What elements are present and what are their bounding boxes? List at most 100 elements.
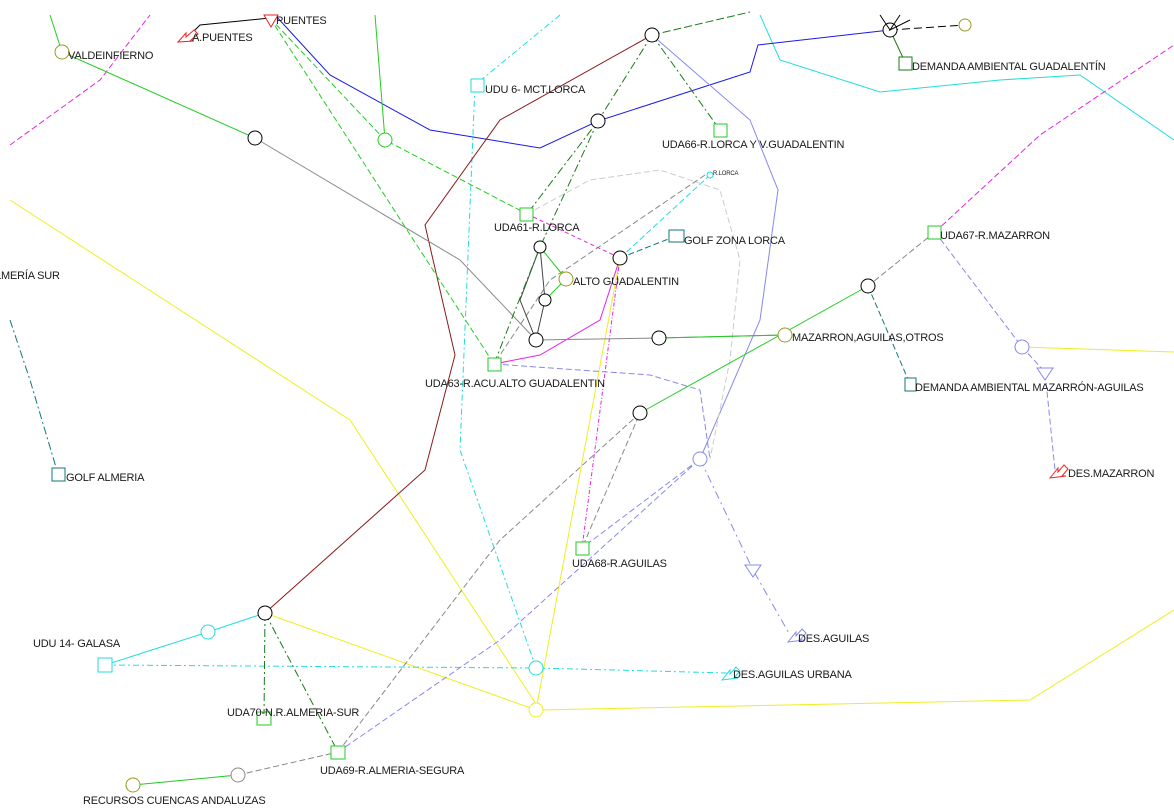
alto-guadalentin-resource-icon[interactable] <box>558 271 574 287</box>
uda61-label[interactable]: UDA61-R.LORCA <box>494 222 580 234</box>
valdeinfierno-reservoir-icon[interactable] <box>54 44 70 60</box>
uda69-label[interactable]: UDA69-R.ALMERIA-SEGURA <box>320 765 465 777</box>
r-lorca-small-label[interactable]: R.LORCA <box>713 171 739 177</box>
junction-node-alto[interactable] <box>528 332 544 348</box>
des-mazarron-arrow-icon[interactable] <box>1048 464 1069 479</box>
uda61-demand-icon[interactable] <box>519 207 534 222</box>
yellow-link-east <box>539 609 1174 711</box>
uda66-label[interactable]: UDA66-R.LORCA Y V.GUADALENTIN <box>662 139 845 151</box>
gray-link-recursos <box>237 751 339 776</box>
uda70-label[interactable]: UDA70-N.R.ALMERIA-SUR <box>227 707 360 719</box>
des-mazarron-label[interactable]: DES.MAZARRON <box>1068 468 1155 480</box>
cyan-link-galasa <box>104 612 266 666</box>
magenta-link-west <box>9 14 151 146</box>
junction-node-inner-1[interactable] <box>533 240 547 254</box>
golf-almeria-label[interactable]: GOLF ALMERIA <box>66 472 145 484</box>
junction-node-aguilas[interactable] <box>632 405 648 421</box>
cyan-link-udu6 <box>459 14 561 669</box>
alto-guadalentin-label[interactable]: ALTO GUADALENTIN <box>573 276 679 288</box>
a-puentes-arrow-icon[interactable] <box>176 29 199 43</box>
black-link-top <box>889 24 966 31</box>
des-aguilas-label[interactable]: DES.AGUILAS <box>798 633 870 645</box>
udu6-label[interactable]: UDU 6- MCT.LORCA <box>485 84 586 96</box>
yellow-link-almeria <box>264 612 537 711</box>
lavender-triangle-aguilas[interactable] <box>744 564 762 578</box>
golf-lorca-label[interactable]: GOLF ZONA LORCA <box>684 235 785 247</box>
magenta-link-east <box>934 44 1174 233</box>
green-node-top[interactable] <box>377 132 393 148</box>
cyan-node-aguilas[interactable] <box>528 660 544 676</box>
golf-lorca-demand-icon[interactable] <box>668 229 685 243</box>
cyan-node-rlorca[interactable] <box>706 171 714 179</box>
mazarron-aguilas-label[interactable]: MAZARRON,AGUILAS,OTROS <box>792 332 944 344</box>
teal-link-golf-lorca <box>619 235 677 259</box>
uda69-demand-icon[interactable] <box>330 745 346 760</box>
junction-node-almeria[interactable] <box>257 605 273 621</box>
gray-link-valde <box>254 137 537 341</box>
yellow-node-almeria[interactable] <box>528 702 544 718</box>
uda68-label[interactable]: UDA68-R.AGUILAS <box>572 558 667 570</box>
magenta-link-aguilas <box>581 257 621 549</box>
lavender-triangle-mazarron[interactable] <box>1036 367 1054 381</box>
puentes-reservoir-icon[interactable] <box>263 14 279 28</box>
blue-link-main <box>274 14 891 149</box>
demanda-guadalentin-label[interactable]: DEMANDA AMBIENTAL GUADALENTÍN <box>912 61 1106 73</box>
lavender-link-mazarron <box>934 231 1056 471</box>
lavender-link-acu <box>493 363 711 460</box>
cyan-node-galasa[interactable] <box>200 624 216 640</box>
a-puentes-label[interactable]: A.PUENTES <box>192 32 253 44</box>
uda63-demand-icon[interactable] <box>487 357 502 372</box>
udu6-demand-icon[interactable] <box>470 78 485 93</box>
gray-node-recursos[interactable] <box>230 767 246 783</box>
golf-almeria-demand-icon[interactable] <box>51 467 66 482</box>
uda63-label[interactable]: UDA63-R.ACU.ALTO GUADALENTIN <box>425 378 605 390</box>
green-link-recursos <box>132 774 239 786</box>
recursos-andaluzas-resource-icon[interactable] <box>125 777 141 793</box>
green-link-mazarron <box>639 285 869 414</box>
gray-link-almeria <box>337 412 641 753</box>
top-right-resource-icon[interactable] <box>958 18 972 32</box>
junction-node-inner-2[interactable] <box>538 293 552 307</box>
uda67-demand-icon[interactable] <box>927 225 942 240</box>
demanda-mazarron-label[interactable]: DEMANDA AMBIENTAL MAZARRÓN-AGUILAS <box>915 382 1144 394</box>
mazarron-env-demand-icon[interactable] <box>904 377 917 392</box>
junction-node-top[interactable] <box>644 27 660 43</box>
junction-node-mazarron[interactable] <box>860 278 876 294</box>
guadalentin-env-demand-icon[interactable] <box>898 56 913 71</box>
valdeinfierno-label[interactable]: VALDEINFIERNO <box>68 50 154 62</box>
yellow-link-aguilas <box>535 257 621 711</box>
junction-node-mid[interactable] <box>651 330 667 346</box>
magenta-link-acu <box>493 257 621 365</box>
des-aguilas-urbana-arrow-icon[interactable] <box>720 666 741 681</box>
des-aguilas-urbana-label[interactable]: DES.AGUILAS URBANA <box>733 669 852 681</box>
recursos-andaluzas-label[interactable]: RECURSOS CUENCAS ANDALUZAS <box>83 795 266 807</box>
green-link-dashed-1 <box>269 17 528 215</box>
darkred-link-main <box>264 34 653 614</box>
lavender-node-aguilas[interactable] <box>692 451 708 467</box>
junction-node-lorca[interactable] <box>590 113 606 129</box>
lavender-link-aguilas-main <box>651 34 779 460</box>
uda68-demand-icon[interactable] <box>575 541 590 556</box>
green-link-top <box>374 14 386 141</box>
lavender-link-des-aguilas <box>699 458 791 636</box>
yellow-link-west <box>9 199 541 711</box>
uda70-demand-icon[interactable] <box>256 711 272 726</box>
magenta-link-uda61 <box>526 213 621 259</box>
udu14-label[interactable]: UDU 14- GALASA <box>33 638 121 650</box>
uda67-label[interactable]: UDA67-R.MAZARRON <box>940 230 1050 242</box>
junction-node-valde[interactable] <box>247 130 263 146</box>
lavender-link-uda69 <box>337 458 701 753</box>
lavender-node-mazarron[interactable] <box>1014 339 1030 355</box>
udu14-demand-icon[interactable] <box>97 657 113 673</box>
almeria-sur-label[interactable]: ALMERÍA SUR <box>0 270 60 282</box>
teal-link-almeria <box>9 319 59 475</box>
puentes-label[interactable]: PUENTES <box>276 15 327 27</box>
mazarron-aguilas-resource-icon[interactable] <box>777 327 793 343</box>
cyan-link-rlorca <box>619 174 711 259</box>
gray-link-lorca <box>493 174 706 365</box>
des-aguilas-arrow-icon[interactable] <box>786 628 807 643</box>
uda66-demand-icon[interactable] <box>713 123 728 138</box>
junction-node-golf[interactable] <box>612 250 628 266</box>
darkgreen-link-top <box>651 11 751 36</box>
